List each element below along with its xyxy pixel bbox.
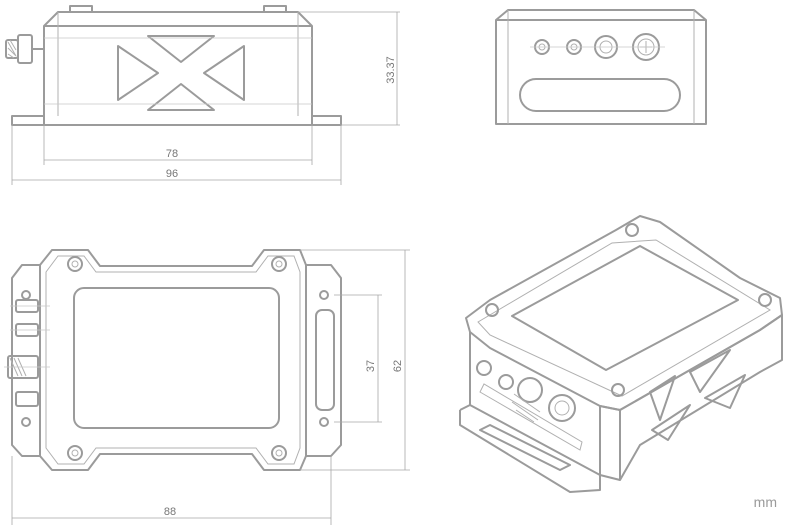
- top-inner-height-dimension: 37: [365, 360, 377, 372]
- isometric-view: [459, 215, 783, 493]
- top-width-dimension: 88: [164, 506, 176, 518]
- screw-bottom-right: [271, 445, 287, 461]
- screw-top-right: [271, 256, 287, 272]
- overall-width-dimension: 96: [166, 168, 178, 180]
- front-height-dimension: 33.37: [385, 56, 397, 84]
- screw-bottom-left: [67, 445, 83, 461]
- top-overall-height-dimension: 62: [392, 360, 404, 372]
- front-view: 33.37 78 96: [5, 5, 400, 185]
- units-label: mm: [753, 494, 777, 510]
- inner-width-dimension: 78: [166, 148, 178, 160]
- screw-top-left: [67, 256, 83, 272]
- top-view: 62 37 88: [4, 249, 410, 525]
- side-view: [495, 9, 707, 125]
